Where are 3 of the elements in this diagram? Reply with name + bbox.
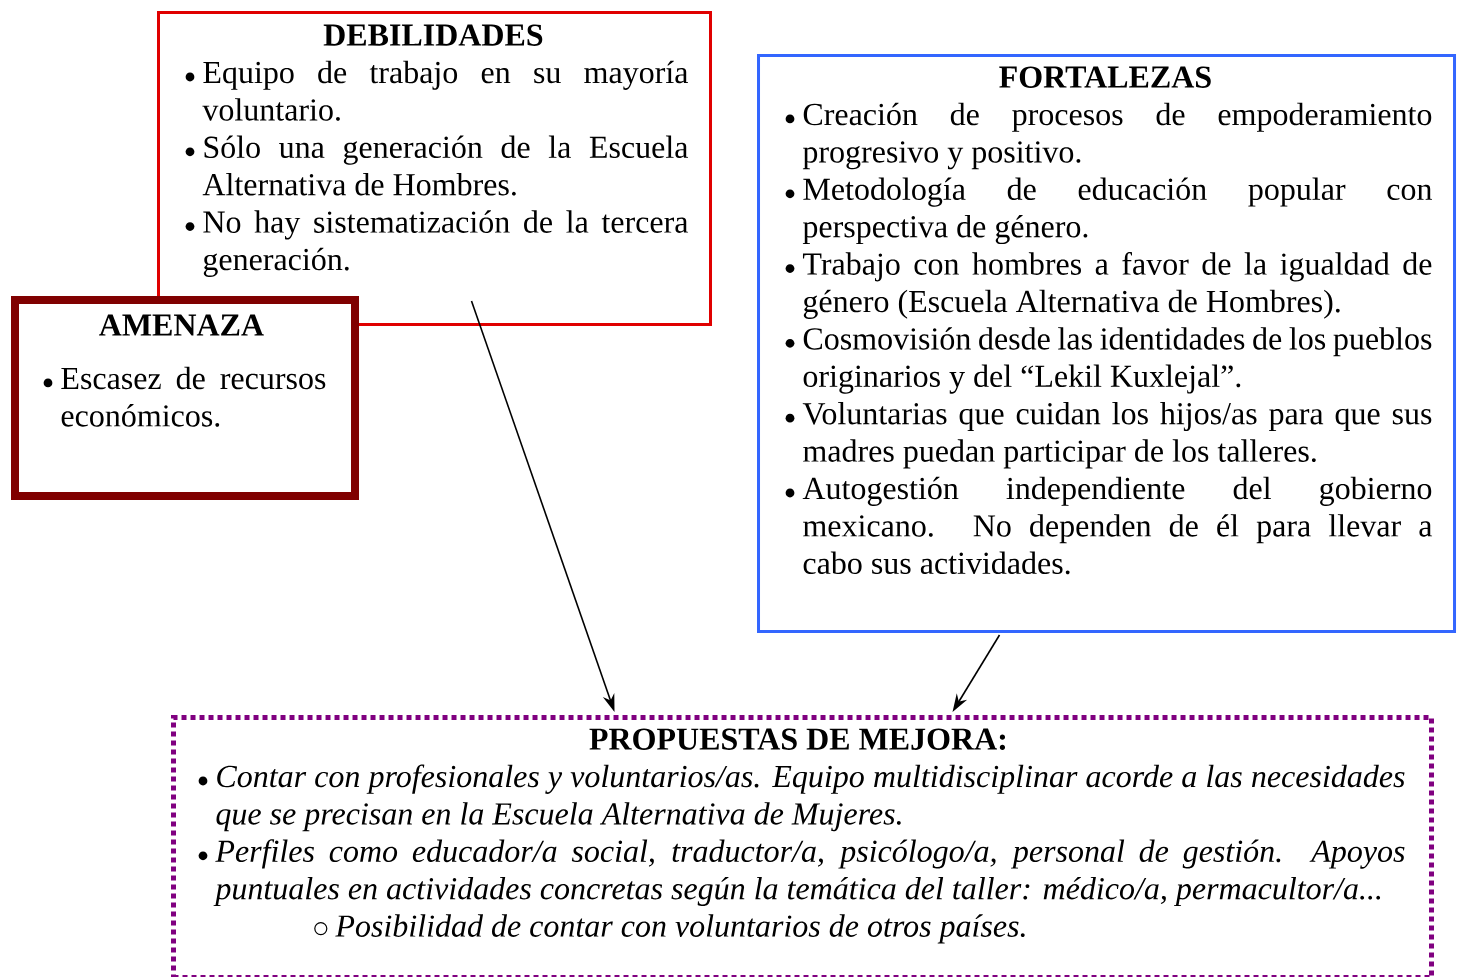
text-box: PROPUESTAS DE MEJORA: Contar con profesionales y voluntarios/as. Equipo multidisciplinar acorde a las necesidades que se precisan en la Escuela Alternativa de Mujeres. Perfiles como educador/a social, traductor/a, psicólogo/a, personal de gestión. Apoyos puntuales en actividades concretas según la temática del taller: médico/a, permacultor/a... Posibilidad de contar con voluntarios de otros países. (171, 715, 1434, 977)
text-box: AMENAZA Escasez de recursos económicos. (11, 296, 359, 500)
text-box: FORTALEZAS Creación de procesos de empoderamiento progresivo y positivo. Metodología de educación popular con perspectiva de género. Trabajo con hombres a favor de la igualdad de género (Escuela Alternativa de Hombres). Cosmovisión desde las identidades de los pueblos originarios y del “Lekil Kuxlejal”. Voluntarias que cuidan los hijos/as para que sus madres puedan participar de los talleres. Autogestión independiente del gobierno mexicano. No dependen de él para llevar a cabo sus actividades. (757, 54, 1456, 633)
